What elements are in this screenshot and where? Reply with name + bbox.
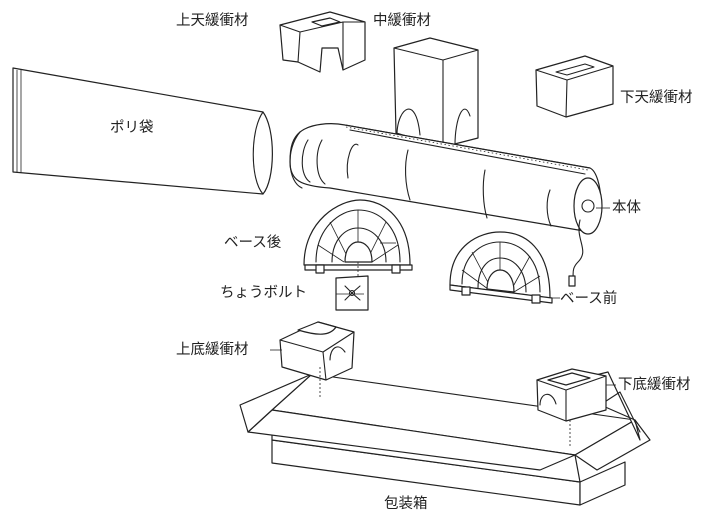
- label-bottom-upper-cushion: 上底緩衝材: [176, 342, 249, 358]
- leader-lines: [270, 207, 616, 446]
- butterfly-bolt-part: [335, 275, 369, 311]
- label-butterfly-bolt: ちょうボルト: [220, 285, 307, 301]
- label-top-upper-cushion: 上天緩衝材: [176, 13, 249, 29]
- poly-bag-part: [12, 67, 273, 195]
- label-base-front: ベース前: [560, 291, 618, 307]
- label-top-lower-cushion: 下天緩衝材: [620, 90, 693, 106]
- label-main-body: 本体: [612, 200, 641, 216]
- middle-cushion-part: [393, 37, 479, 148]
- label-middle-cushion: 中緩衝材: [373, 13, 431, 29]
- carton-box-part: [239, 371, 651, 506]
- label-bottom-lower-cushion: 下底緩衝材: [618, 377, 691, 393]
- top-upper-cushion-part: [279, 11, 366, 73]
- base-front-part: [449, 231, 553, 304]
- base-rear-part: [303, 199, 413, 278]
- label-poly-bag: ポリ袋: [110, 120, 154, 136]
- bottom-upper-cushion-part: [279, 321, 355, 381]
- top-lower-cushion-part: [535, 55, 614, 118]
- main-body-part: [289, 123, 603, 287]
- label-carton-box: 包装箱: [384, 496, 428, 512]
- bottom-lower-cushion-part: [536, 368, 607, 422]
- label-base-rear: ベース後: [224, 235, 282, 251]
